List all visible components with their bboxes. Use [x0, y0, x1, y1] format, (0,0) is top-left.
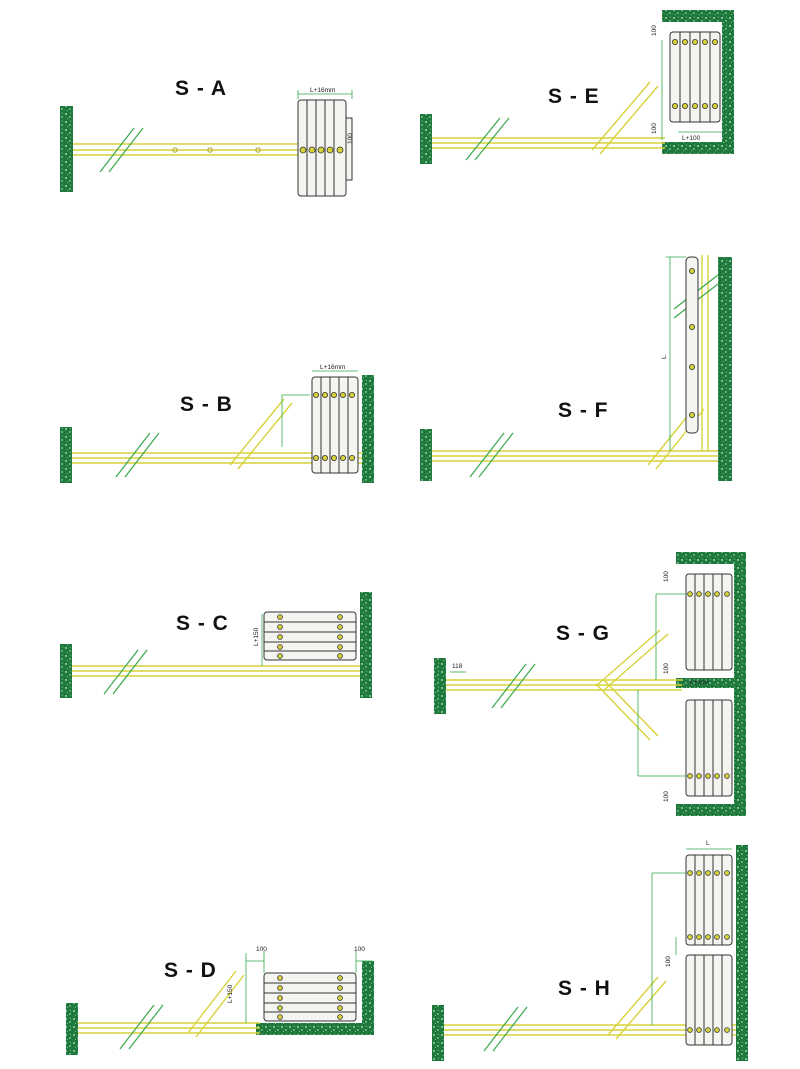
dim-bottom: 100: [651, 123, 658, 134]
radiator: [685, 573, 733, 797]
pipe: [78, 970, 260, 1038]
break-mark: [115, 432, 160, 478]
wall: [362, 375, 374, 483]
dim-width: L+16mm: [310, 87, 335, 94]
wall: [360, 592, 372, 698]
break-mark: [99, 127, 144, 173]
wall: [736, 845, 748, 1061]
dim-top: 100: [663, 571, 670, 582]
dim-left: 100: [256, 946, 267, 953]
break-mark: [483, 1006, 528, 1052]
panel-label: S - H: [558, 977, 611, 1000]
pipe: [72, 665, 360, 677]
panel-s-e: S - E 100 100 L+1: [400, 0, 800, 267]
wall: [676, 678, 746, 688]
radiator: [263, 972, 357, 1022]
wall: [256, 1023, 372, 1035]
radiator: [669, 31, 721, 123]
wall: [662, 142, 734, 154]
diagram-s-h: L 100: [432, 840, 748, 1061]
wall: [420, 429, 432, 481]
break-mark: [465, 117, 510, 161]
diagram-s-a: L+16mm 100: [60, 87, 354, 197]
wall: [420, 114, 432, 164]
wall: [434, 658, 446, 714]
radiator: [685, 854, 733, 1046]
radiator: [311, 376, 359, 474]
diagram-s-f: L: [420, 255, 732, 481]
dim-width: L+100: [690, 679, 709, 686]
wall: [722, 10, 734, 150]
panel-label: S - B: [180, 393, 233, 416]
dim-middle: 100: [663, 663, 670, 674]
dim-bottom: 100: [663, 791, 670, 802]
wall: [662, 10, 734, 22]
dim-offset: 118: [452, 663, 463, 670]
radiator: [263, 611, 357, 661]
dim-width: L: [706, 840, 710, 847]
dim-offset: 100: [347, 133, 354, 144]
panel-label: S - G: [556, 622, 611, 645]
break-mark: [491, 663, 536, 709]
dim-width: L+100: [682, 135, 701, 142]
break-mark: [469, 274, 719, 478]
wall: [432, 1005, 444, 1061]
panel-s-h: S - H: [400, 801, 800, 1068]
dim-top: 100: [651, 25, 658, 36]
break-mark: [119, 1004, 164, 1050]
pipe: [73, 143, 335, 156]
diagram-s-c: L+150: [60, 592, 372, 698]
panel-s-b: S - B L+16mm: [0, 267, 400, 534]
panel-label: S - D: [164, 959, 217, 982]
panel-s-a: S - A L+16mm 100: [0, 0, 400, 267]
pipe: [446, 629, 682, 741]
radiator: [685, 256, 699, 434]
dim-height: L+150: [227, 984, 234, 1003]
diagram-s-d: 100 100 L+150: [66, 946, 374, 1055]
break-mark: [103, 649, 148, 695]
panel-label: S - E: [548, 85, 600, 108]
dim-length: L: [661, 355, 668, 359]
wall: [66, 1003, 78, 1055]
wall: [362, 961, 374, 1035]
panel-label: S - F: [558, 399, 609, 422]
wall: [60, 427, 72, 483]
pipe: [432, 255, 718, 470]
wall: [676, 552, 746, 564]
diagram-s-e: 100 100 L+100: [420, 10, 734, 164]
dim-gap: 100: [665, 956, 672, 967]
wall: [60, 106, 73, 192]
dim-height: L+150: [253, 627, 260, 646]
panel-s-d: S - D 100: [0, 801, 400, 1068]
panel-label: S - C: [176, 612, 229, 635]
panel-s-g: S - G: [400, 534, 800, 816]
dim-right: 100: [354, 946, 365, 953]
pipe: [432, 81, 665, 155]
diagram-s-g: 118 100 100 L+100 100: [434, 552, 746, 816]
wall: [718, 257, 732, 481]
wall: [60, 644, 72, 698]
radiator: [297, 99, 353, 197]
panel-s-c: S - C L+150: [0, 534, 400, 801]
dim-width: L+16mm: [320, 364, 345, 371]
panel-label: S - A: [175, 77, 228, 100]
diagram-s-b: L+16mm: [60, 364, 374, 483]
wall: [676, 804, 746, 816]
panel-s-f: S - F L: [400, 255, 800, 534]
